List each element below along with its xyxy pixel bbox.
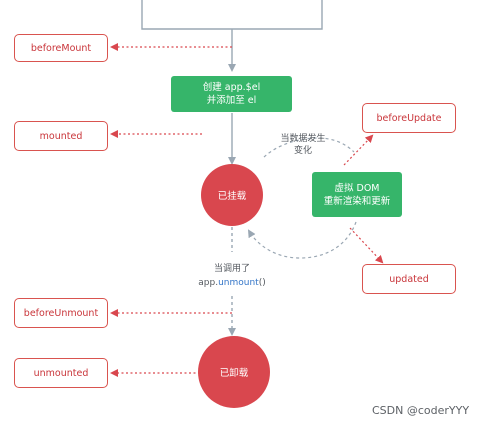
hook-arrow-updated [349,227,384,264]
mounted-hook: mounted [14,121,108,151]
create-el-line-2: 并添加至 el [206,95,257,106]
top-bracket [141,0,323,30]
mounted-state: 已挂载 [201,164,263,226]
unmount-call-prefix: app. [198,278,219,288]
data-change-line-2: 变化 [293,146,312,156]
unmount-call-note: 当调用了 app.unmount() [192,262,272,290]
unmounted-hook: unmounted [14,358,108,388]
before-update-hook: beforeUpdate [362,103,456,133]
watermark: CSDN @coderYYY [372,404,470,417]
before-mount-hook: beforeMount [14,34,108,62]
updated-hook: updated [362,264,456,294]
create-el-line-1: 创建 app.$el [202,82,261,93]
before-unmount-hook: beforeUnmount [14,298,108,328]
unmount-call-method: unmount [218,278,259,288]
unmounted-state: 已卸载 [198,336,270,408]
virtual-dom-line-1: 虚拟 DOM [334,182,380,194]
create-el-step: 创建 app.$el 并添加至 el [171,76,292,112]
unmount-call-line-1: 当调用了 [213,264,250,274]
hook-arrow-before-update [343,134,374,166]
unmount-call-suffix: () [258,278,266,288]
update-cycle-arc-bottom [247,221,357,259]
unmount-call-line-2: app.unmount() [192,276,272,290]
data-change-line-1: 当数据发生 [280,134,326,144]
virtual-dom-line-2: 重新渲染和更新 [323,195,391,207]
virtual-dom-step: 虚拟 DOM 重新渲染和更新 [312,172,402,217]
data-change-note: 当数据发生 变化 [270,133,336,157]
